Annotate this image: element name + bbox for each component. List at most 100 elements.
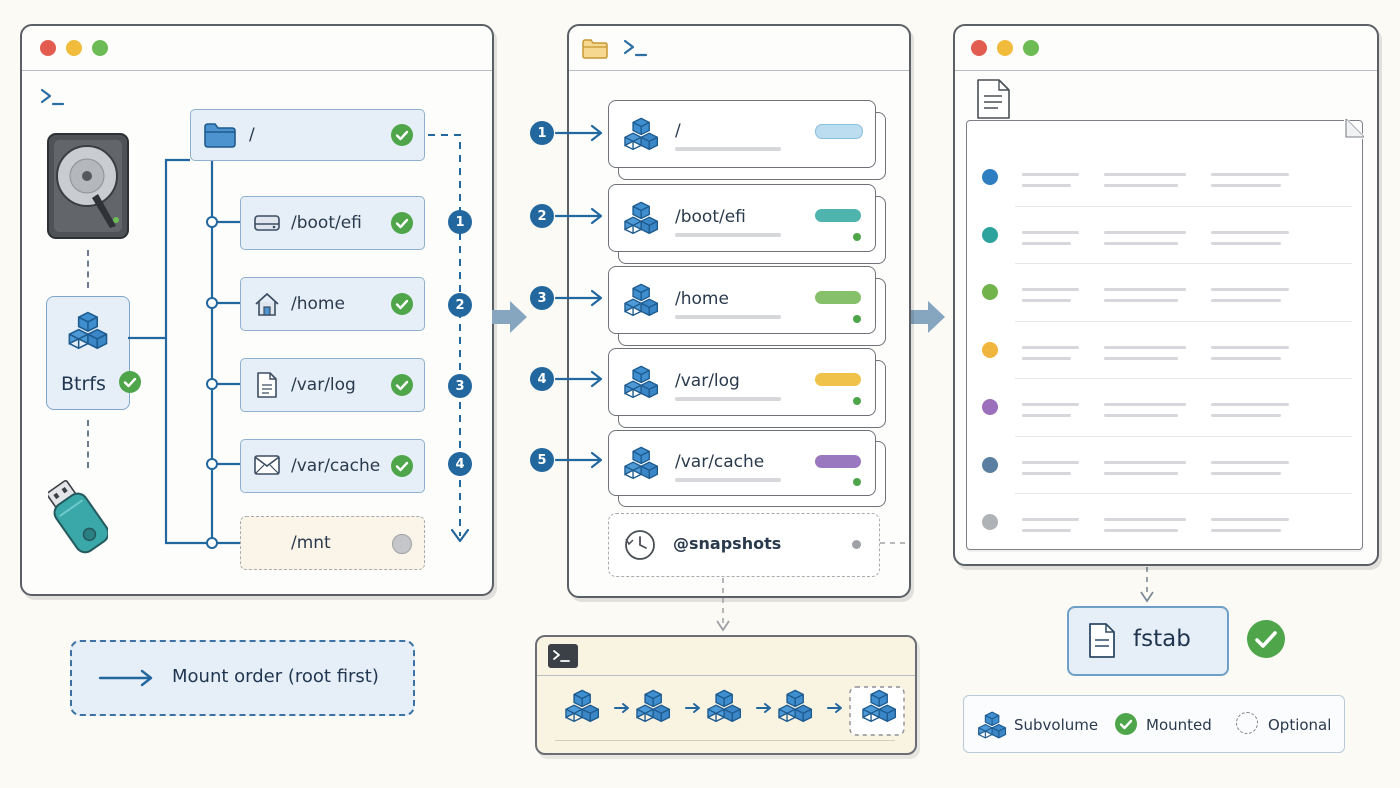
timeline-titlebar (537, 637, 915, 676)
maximize-window-button[interactable] (1023, 40, 1039, 56)
home-icon (255, 293, 279, 316)
fstab-placeholder-line (1104, 529, 1178, 532)
fstab-placeholder-line (1022, 403, 1079, 406)
fstab-label: fstab (1133, 626, 1191, 652)
fstab-row-status-dot (982, 514, 998, 530)
legend-subvolume-label: Subvolume (1014, 716, 1099, 734)
fstab-placeholder-line (1022, 241, 1071, 245)
mount-node-mnt-optional[interactable]: /mnt (240, 516, 425, 570)
mount-label: /boot/efi (291, 213, 362, 233)
fstab-placeholder-line (1022, 299, 1071, 302)
fstab-placeholder-line (1104, 299, 1178, 302)
subvolume-card-root[interactable]: / (608, 100, 876, 168)
fstab-row-separator (1015, 263, 1352, 264)
mount-step-number: 4 (448, 452, 472, 476)
close-window-button[interactable] (40, 40, 56, 56)
close-window-button[interactable] (971, 40, 987, 56)
fstab-placeholder-line (1104, 414, 1178, 417)
status-dot (853, 315, 861, 323)
fstab-placeholder-line (1211, 288, 1289, 291)
fstab-placeholder-line (1211, 460, 1289, 464)
mounted-check-icon (391, 212, 413, 234)
mount-step-number: 2 (448, 293, 472, 317)
subvolume-status-pill (815, 455, 861, 468)
legend-mounted-label: Mounted (1146, 716, 1212, 734)
fstab-placeholder-line (1022, 518, 1079, 521)
fstab-row-separator (1015, 435, 1352, 437)
fstab-box[interactable]: fstab (1067, 606, 1229, 676)
fstab-document-sheet (966, 119, 1364, 550)
fstab-placeholder-line (1211, 356, 1281, 360)
fstab-placeholder-line (1104, 345, 1186, 349)
fstab-placeholder-line (1211, 173, 1289, 176)
subvolume-status-pill (815, 124, 863, 139)
fstab-row-status-dot (982, 226, 998, 243)
fstab-placeholder-line (1104, 173, 1186, 176)
subvolume-cube-icon (624, 446, 659, 480)
mounted-check-icon (391, 374, 413, 396)
drive-icon (254, 215, 280, 231)
root-mount-label: / (249, 125, 255, 145)
hard-drive-icon (47, 133, 129, 239)
mount-node-home[interactable]: /home (240, 277, 425, 331)
subvolume-number: 1 (530, 121, 554, 145)
subvolume-cube-icon (68, 311, 108, 349)
fstab-placeholder-line (1104, 241, 1178, 245)
subvolume-card-home[interactable]: /home (608, 266, 876, 334)
fstab-placeholder-line (1022, 345, 1079, 349)
mounted-check-icon (391, 293, 413, 315)
flow-arrow-right-icon (910, 301, 945, 333)
mount-node-boot-efi[interactable]: /boot/efi (240, 196, 425, 250)
root-mount-node[interactable]: / (190, 109, 425, 161)
fstab-placeholder-line (1211, 529, 1281, 532)
fstab-row-separator (1015, 320, 1352, 322)
fstab-placeholder-line (1104, 184, 1178, 187)
fstab-placeholder-line (1022, 173, 1079, 176)
mount-node-var-log[interactable]: /var/log (240, 358, 425, 412)
fstab-placeholder-line (1104, 230, 1186, 234)
fstab-row-status-dot (982, 456, 998, 473)
placeholder-line (675, 478, 781, 482)
timeline-baseline (555, 740, 895, 741)
fstab-placeholder-line (1211, 403, 1289, 406)
minimize-window-button[interactable] (997, 40, 1013, 56)
fstab-placeholder-line (1022, 471, 1071, 475)
maximize-window-button[interactable] (92, 40, 108, 56)
fstab-valid-check-icon (1247, 620, 1285, 658)
snapshots-card[interactable]: @snapshots (608, 513, 880, 577)
fstab-placeholder-line (1104, 518, 1186, 521)
subvolume-card-var-log[interactable]: /var/log (608, 348, 876, 416)
mount-step-number: 3 (448, 374, 472, 398)
document-icon (257, 372, 277, 398)
btrfs-label: Btrfs (61, 373, 106, 395)
fstab-row-separator (1015, 205, 1352, 207)
fstab-row-status-dot (982, 169, 998, 185)
subvolume-label: /boot/efi (675, 207, 746, 227)
fstab-placeholder-line (1104, 460, 1186, 464)
minimize-window-button[interactable] (66, 40, 82, 56)
subvolume-label: /home (675, 289, 729, 309)
fstab-placeholder-line (1022, 356, 1071, 360)
flow-arrow-right-icon (492, 301, 527, 333)
btrfs-filesystem[interactable]: Btrfs (46, 296, 141, 410)
mount-node-var-cache[interactable]: /var/cache (240, 439, 425, 493)
subvolume-number: 3 (530, 286, 554, 310)
fstab-placeholder-line (1022, 414, 1071, 417)
left-window-titlebar (22, 26, 492, 71)
arrow-right-icon (98, 669, 153, 687)
subvolume-label: /var/cache (675, 452, 765, 472)
subvolume-cube-icon (978, 711, 1007, 739)
fstab-row-status-dot (982, 399, 998, 415)
mount-label: /home (291, 294, 345, 314)
snapshot-status-dot (852, 540, 861, 549)
subvolume-number: 2 (530, 204, 554, 228)
fstab-placeholder-line (1104, 356, 1178, 360)
subvolume-card-boot-efi[interactable]: /boot/efi (608, 184, 876, 252)
mounted-check-icon (391, 455, 413, 477)
fstab-placeholder-line (1211, 299, 1281, 302)
fstab-placeholder-line (1022, 288, 1079, 291)
subvolume-card-var-cache[interactable]: /var/cache (608, 430, 876, 496)
clock-icon (625, 530, 655, 560)
subvolume-number: 4 (530, 367, 554, 391)
fstab-placeholder-line (1022, 184, 1071, 187)
